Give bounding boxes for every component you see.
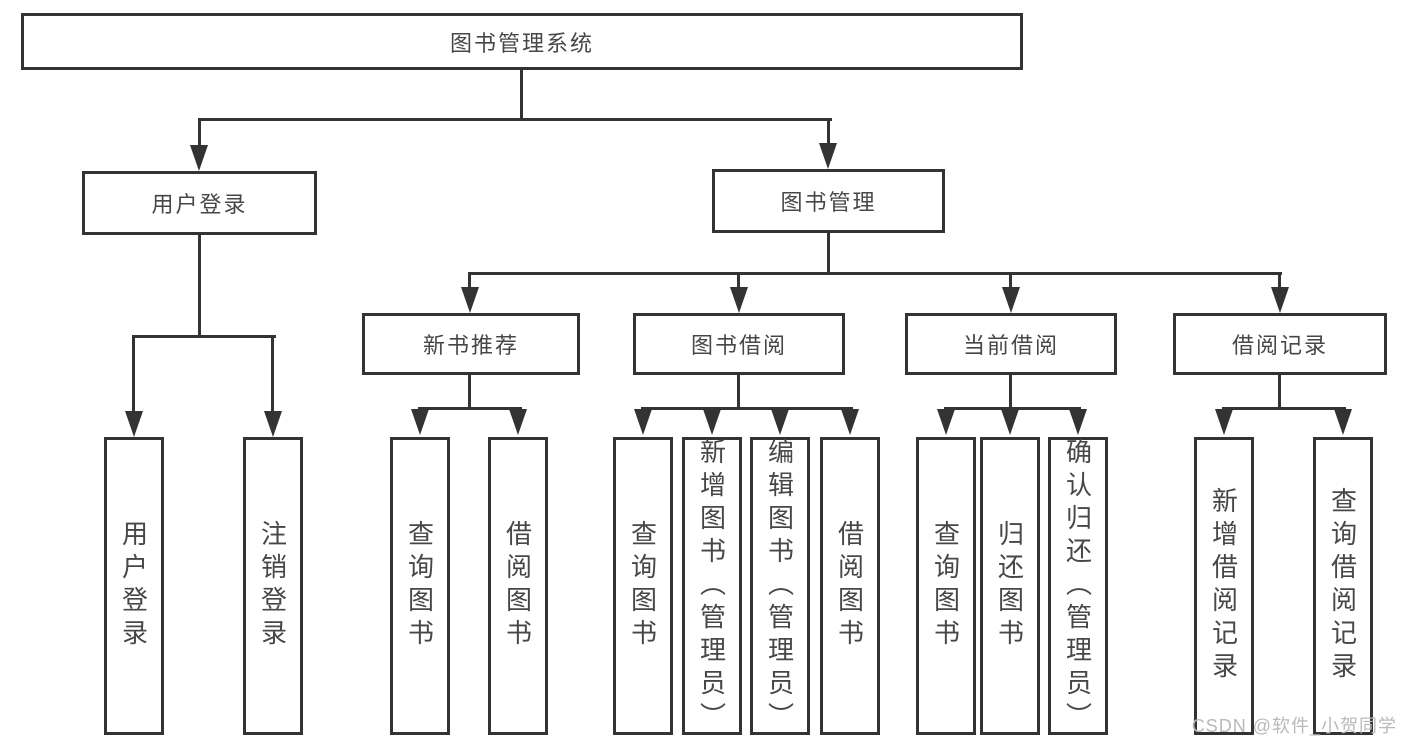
node-book-management: 图书管理 <box>712 169 945 233</box>
leaf-edit-books-admin-label: 编辑图书（管理员） <box>764 437 795 735</box>
arrow-down-icon <box>937 409 955 435</box>
leaf-query-books-borrowing: 查询图书 <box>613 437 673 735</box>
arrow-down-icon <box>125 411 143 437</box>
leaf-borrow-books-label: 借阅图书 <box>834 520 865 652</box>
connector-line <box>271 335 274 413</box>
node-current-borrowing-label: 当前借阅 <box>962 333 1059 358</box>
watermark: CSDN @软件_小贺同学 <box>1191 716 1397 736</box>
leaf-borrow-books: 借阅图书 <box>820 437 880 735</box>
leaf-logout: 注销登录 <box>243 437 303 735</box>
connector-line <box>827 233 830 275</box>
connector-line <box>198 235 201 337</box>
node-current-borrowing: 当前借阅 <box>905 313 1117 375</box>
connector-line <box>198 118 201 146</box>
leaf-query-books-recommend: 查询图书 <box>390 437 450 735</box>
leaf-return-books: 归还图书 <box>980 437 1040 735</box>
node-book-system: 图书管理系统 <box>21 13 1023 70</box>
connector-line <box>827 118 830 144</box>
connector-line <box>1009 375 1012 410</box>
leaf-user-login: 用户登录 <box>104 437 164 735</box>
arrow-down-icon <box>1271 287 1289 313</box>
arrow-down-icon <box>634 409 652 435</box>
node-borrowing-records-label: 借阅记录 <box>1231 333 1328 358</box>
node-book-borrowing-label: 图书借阅 <box>690 333 787 358</box>
leaf-borrow-books-recommend-label: 借阅图书 <box>502 520 533 652</box>
leaf-add-borrow-record-label: 新增借阅记录 <box>1208 487 1239 685</box>
connector-line <box>1222 407 1346 410</box>
leaf-user-login-label: 用户登录 <box>118 520 149 652</box>
connector-line <box>468 272 1282 275</box>
arrow-down-icon <box>1002 287 1020 313</box>
arrow-down-icon <box>841 409 859 435</box>
arrow-down-icon <box>509 409 527 435</box>
arrow-down-icon <box>771 409 789 435</box>
leaf-query-books-borrowing-label: 查询图书 <box>627 520 658 652</box>
leaf-logout-label: 注销登录 <box>257 520 288 652</box>
node-book-management-label: 图书管理 <box>780 190 877 215</box>
connector-line <box>468 272 471 290</box>
connector-line <box>468 375 471 410</box>
leaf-query-books-recommend-label: 查询图书 <box>404 520 435 652</box>
arrow-down-icon <box>819 143 837 169</box>
connector-line <box>198 118 832 121</box>
leaf-query-books-current-label: 查询图书 <box>930 520 961 652</box>
arrow-down-icon <box>1334 409 1352 435</box>
node-new-book-recommend: 新书推荐 <box>362 313 580 375</box>
connector-line <box>418 407 522 410</box>
node-user-login: 用户登录 <box>82 171 317 235</box>
connector-line <box>520 70 523 120</box>
node-book-borrowing: 图书借阅 <box>633 313 845 375</box>
connector-line <box>1278 375 1281 410</box>
connector-line <box>1278 272 1281 290</box>
leaf-return-books-label: 归还图书 <box>994 520 1025 652</box>
leaf-edit-books-admin: 编辑图书（管理员） <box>750 437 810 735</box>
leaf-query-borrow-record: 查询借阅记录 <box>1313 437 1373 735</box>
connector-line <box>737 272 740 290</box>
connector-line <box>1009 272 1012 290</box>
node-new-book-recommend-label: 新书推荐 <box>422 333 519 358</box>
leaf-add-borrow-record: 新增借阅记录 <box>1194 437 1254 735</box>
connector-line <box>132 335 276 338</box>
arrow-down-icon <box>461 287 479 313</box>
node-borrowing-records: 借阅记录 <box>1173 313 1387 375</box>
arrow-down-icon <box>730 287 748 313</box>
connector-line <box>641 407 853 410</box>
arrow-down-icon <box>264 411 282 437</box>
arrow-down-icon <box>1069 409 1087 435</box>
node-user-login-label: 用户登录 <box>151 192 248 217</box>
node-book-system-label: 图书管理系统 <box>449 30 594 56</box>
arrow-down-icon <box>1215 409 1233 435</box>
arrow-down-icon <box>411 409 429 435</box>
connector-line <box>737 375 740 410</box>
leaf-query-books-current: 查询图书 <box>916 437 976 735</box>
arrow-down-icon <box>190 145 208 171</box>
leaf-add-books-admin-label: 新增图书（管理员） <box>696 437 727 735</box>
arrow-down-icon <box>1001 409 1019 435</box>
arrow-down-icon <box>703 409 721 435</box>
leaf-confirm-return-admin-label: 确认归还（管理员） <box>1062 437 1093 735</box>
connector-line <box>944 407 1081 410</box>
leaf-add-books-admin: 新增图书（管理员） <box>682 437 742 735</box>
connector-line <box>132 335 135 413</box>
leaf-confirm-return-admin: 确认归还（管理员） <box>1048 437 1108 735</box>
leaf-query-borrow-record-label: 查询借阅记录 <box>1327 487 1358 685</box>
leaf-borrow-books-recommend: 借阅图书 <box>488 437 548 735</box>
